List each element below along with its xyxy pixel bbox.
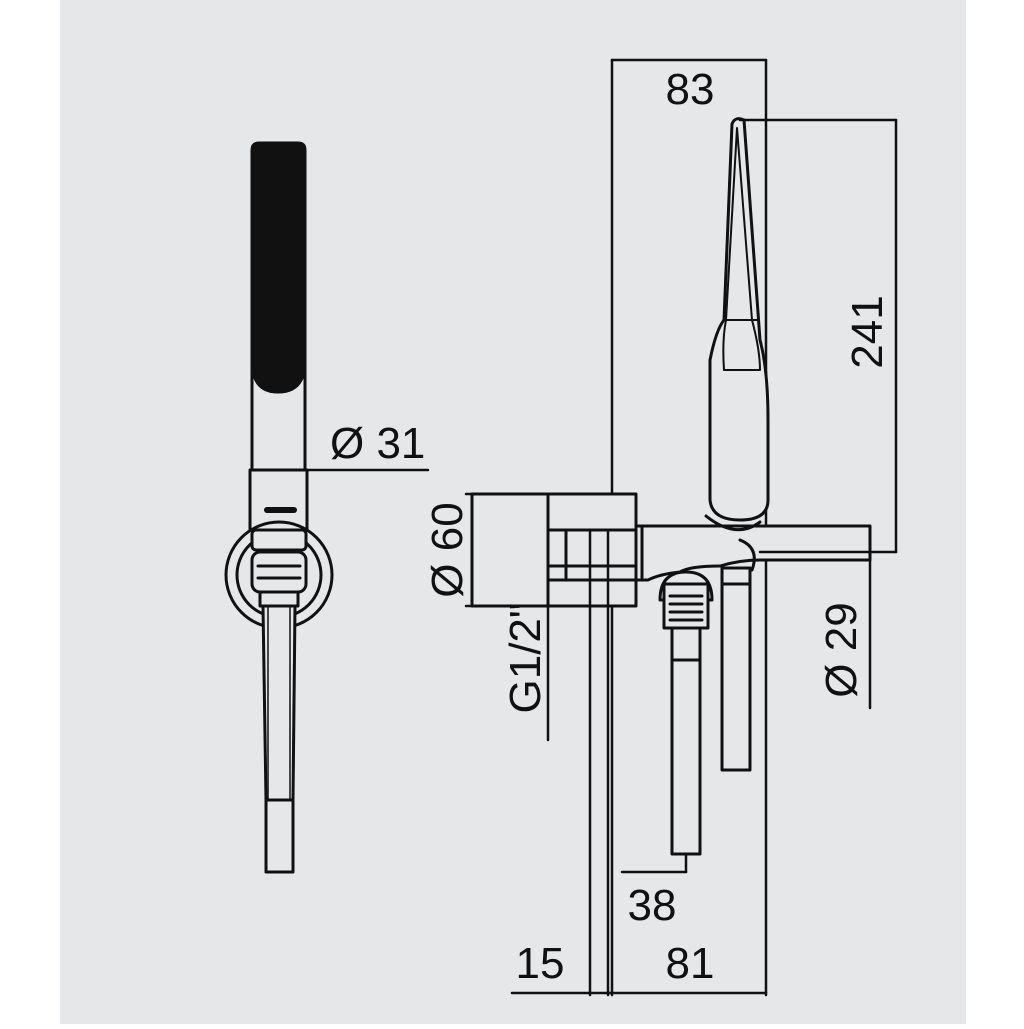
- dim-depth-81: 81: [666, 939, 715, 988]
- dim-front-diameter: Ø 31: [330, 419, 425, 468]
- dim-width-top: 83: [666, 65, 715, 114]
- handset-body: [250, 358, 307, 472]
- handset-head: [250, 141, 307, 394]
- dim-height: 241: [843, 295, 892, 368]
- dim-depth-38: 38: [628, 881, 677, 930]
- holder-pin: [720, 566, 752, 772]
- dim-flange-diameter: Ø 60: [423, 502, 472, 597]
- dim-holder-diameter: Ø 29: [817, 602, 866, 697]
- wall-flange-side: [470, 492, 638, 608]
- dim-thread: G1/2": [501, 602, 550, 713]
- dim-depth-15: 15: [516, 939, 565, 988]
- hose-side: [670, 626, 702, 856]
- side-view: [464, 58, 898, 997]
- front-view: [224, 141, 430, 874]
